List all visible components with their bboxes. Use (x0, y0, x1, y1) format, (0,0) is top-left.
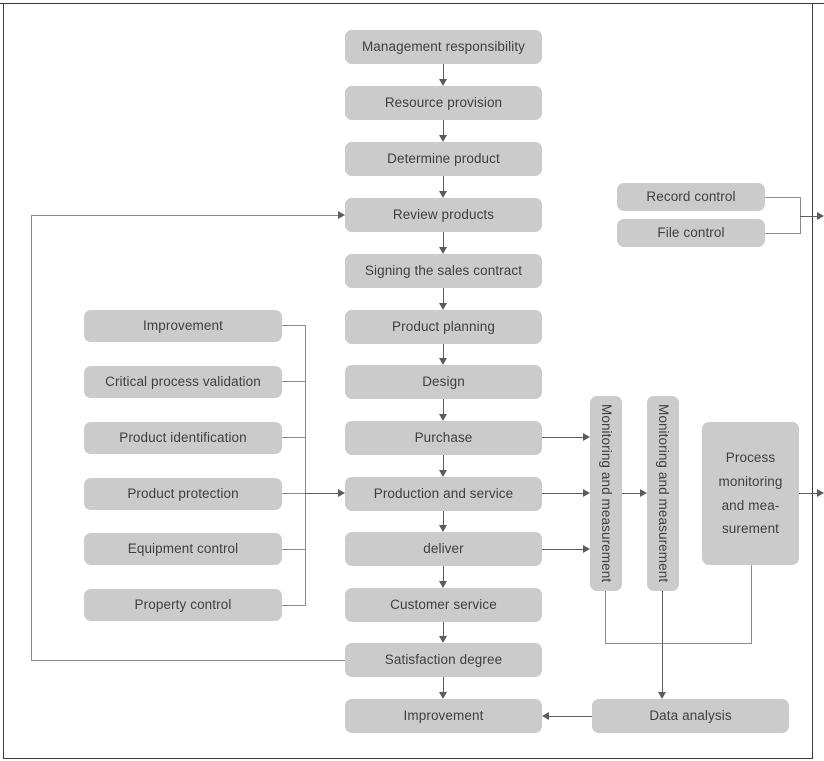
connector-purchase-to-monitoring-1 (542, 437, 583, 438)
feedback-loop-top-segment (31, 215, 338, 216)
connector-management-to-resource (443, 64, 444, 79)
record-file-bracket-vertical (800, 197, 801, 234)
arrowhead-left-bus-to-production (338, 489, 345, 497)
connector-resource-to-determine (443, 120, 444, 135)
arrowhead-data-analysis (658, 692, 666, 699)
arrowhead-signing-contract (439, 247, 447, 254)
node-critical-process-validation[interactable]: Critical process validation (84, 366, 282, 398)
left-stub-improvement (282, 325, 306, 326)
frame-border-left (3, 3, 4, 759)
node-resource-provision[interactable]: Resource provision (345, 86, 542, 120)
arrowhead-purchase-to-monitoring-1 (583, 433, 590, 441)
node-design[interactable]: Design (345, 365, 542, 399)
connector-production-to-deliver (443, 511, 444, 525)
process-monitoring-line-2: monitoring (718, 473, 783, 489)
arrowhead-record-file-exit (817, 212, 824, 220)
process-monitoring-line-3: and mea- (721, 497, 780, 513)
node-property-control[interactable]: Property control (84, 589, 282, 621)
node-deliver[interactable]: deliver (345, 532, 542, 566)
frame-border-top (0, 3, 824, 4)
monitoring-1-drop-line (605, 591, 606, 644)
arrowhead-monitoring-1-to-monitoring-2 (640, 489, 647, 497)
node-process-monitoring-and-measurement[interactable]: Process monitoring and mea- surement (702, 422, 799, 565)
connector-signing-to-planning (443, 288, 444, 303)
node-product-protection[interactable]: Product protection (84, 478, 282, 510)
arrowhead-deliver-to-monitoring-1 (583, 545, 590, 553)
connector-purchase-to-production (443, 455, 444, 470)
arrowhead-deliver (439, 525, 447, 532)
arrowhead-resource-provision (439, 79, 447, 86)
arrowhead-feedback-to-review-products (338, 211, 345, 219)
left-stub-property-control (282, 605, 306, 606)
arrowhead-satisfaction-degree (439, 636, 447, 643)
connector-data-analysis-to-improvement (549, 716, 592, 717)
arrowhead-determine-product (439, 135, 447, 142)
node-improvement[interactable]: Improvement (84, 310, 282, 342)
feedback-loop-bottom-segment (31, 660, 345, 661)
node-signing-the-sales-contract[interactable]: Signing the sales contract (345, 254, 542, 288)
arrowhead-product-planning (439, 303, 447, 310)
node-management-responsibility[interactable]: Management responsibility (345, 30, 542, 64)
connector-customer-service-to-satisfaction (443, 622, 444, 636)
node-satisfaction-degree[interactable]: Satisfaction degree (345, 643, 542, 677)
node-record-control[interactable]: Record control (617, 183, 765, 211)
node-file-control[interactable]: File control (617, 219, 765, 247)
node-equipment-control[interactable]: Equipment control (84, 533, 282, 565)
left-column-bus-vertical (305, 325, 306, 605)
record-control-stub (765, 197, 800, 198)
connector-monitoring-1-to-monitoring-2 (622, 493, 640, 494)
connector-satisfaction-to-improvement (443, 677, 444, 692)
record-file-exit-line (800, 216, 817, 217)
process-monitoring-line-1: Process (725, 450, 776, 466)
arrowhead-process-monitoring-exit (817, 489, 824, 497)
node-product-planning[interactable]: Product planning (345, 310, 542, 344)
left-stub-critical-process-validation (282, 381, 306, 382)
connector-determine-to-review (443, 176, 444, 191)
node-determine-product[interactable]: Determine product (345, 142, 542, 176)
node-production-and-service[interactable]: Production and service (345, 477, 542, 511)
node-improvement-bottom[interactable]: Improvement (345, 699, 542, 733)
left-stub-equipment-control (282, 549, 306, 550)
node-monitoring-and-measurement-2[interactable]: Monitoring and measurement (647, 396, 679, 591)
arrowhead-customer-service (439, 581, 447, 588)
arrowhead-improvement-bottom (439, 692, 447, 699)
bottom-bus-horizontal (605, 643, 752, 644)
left-bus-to-production-and-service (305, 493, 338, 494)
connector-design-to-purchase (443, 399, 444, 414)
connector-production-to-monitoring-1 (542, 493, 583, 494)
left-stub-product-protection (282, 493, 306, 494)
process-monitoring-drop-line (751, 565, 752, 644)
connector-planning-to-design (443, 344, 444, 358)
process-monitoring-line-4: surement (721, 521, 780, 537)
arrowhead-review-products (439, 191, 447, 198)
node-product-identification[interactable]: Product identification (84, 422, 282, 454)
node-data-analysis[interactable]: Data analysis (592, 699, 789, 733)
node-purchase[interactable]: Purchase (345, 421, 542, 455)
connector-deliver-to-monitoring-1 (542, 549, 583, 550)
monitoring-2-drop-to-data-analysis (662, 591, 663, 692)
node-monitoring-and-measurement-1[interactable]: Monitoring and measurement (590, 396, 622, 591)
node-review-products[interactable]: Review products (345, 198, 542, 232)
node-customer-service[interactable]: Customer service (345, 588, 542, 622)
feedback-loop-left-segment (31, 215, 32, 661)
arrowhead-design (439, 358, 447, 365)
arrowhead-improvement-from-data-analysis (542, 712, 549, 720)
frame-border-bottom (3, 758, 812, 759)
arrowhead-purchase (439, 414, 447, 421)
connector-review-to-signing (443, 232, 444, 247)
process-monitoring-exit-line (799, 493, 817, 494)
left-stub-product-identification (282, 437, 306, 438)
file-control-stub (765, 233, 800, 234)
arrowhead-production-to-monitoring-1 (583, 489, 590, 497)
connector-deliver-to-customer-service (443, 566, 444, 581)
arrowhead-production-and-service (439, 470, 447, 477)
frame-border-right (812, 3, 813, 759)
